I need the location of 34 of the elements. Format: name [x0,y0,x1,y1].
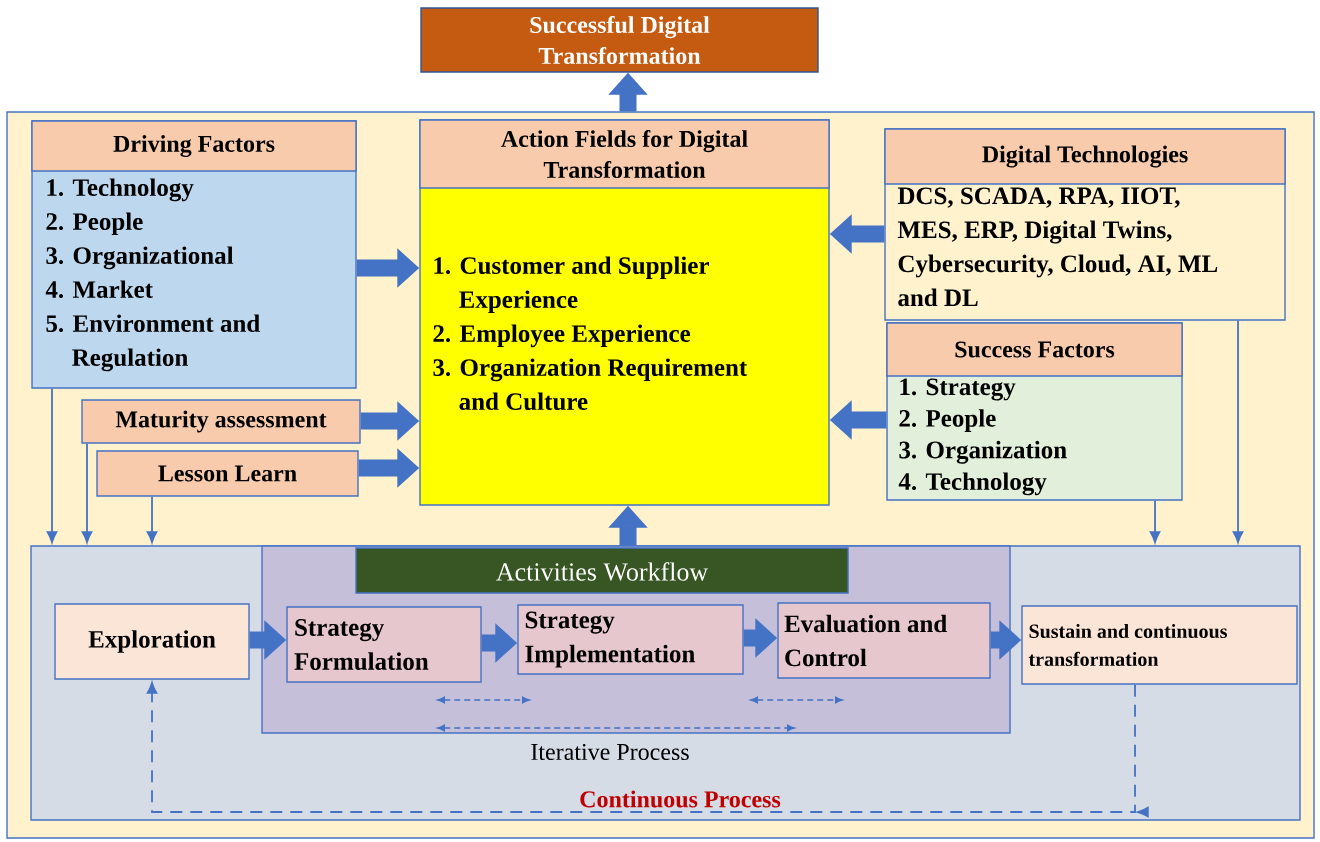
connector-arrow [1232,319,1244,543]
connector-arrow [46,387,58,543]
process-box: Strategy Implementation [517,604,744,675]
panel-header: Success Factors [886,322,1183,377]
process-box: Evaluation and Control [777,602,991,679]
process-box: Sustain and continuous transformation [1021,605,1298,685]
panel-header: Driving Factors [31,120,357,172]
caption-text: Iterative Process [531,743,689,761]
node-label: 4. Technology [898,472,1047,496]
input-box: Maturity assessment [81,399,361,444]
panel-header: Digital Technologies [884,128,1286,185]
connector-arrow [1149,499,1161,543]
process-box: Strategy Formulation [286,606,482,683]
connector-arrow [146,495,158,543]
node-label: 2. People [899,409,996,432]
node-label: 3. Organization [899,440,1067,464]
body-text: DCS, SCADA, RPA, IIOT, MES, ERP, Digital Twins, Cybersecurity, Cloud, AI, ML and DL [897,187,1218,307]
node-label: 5. Environment and Regulation [46,314,260,372]
node-label: 2. People [46,212,143,236]
result-box: Successful Digital Transformation [420,7,819,73]
node-label: 3. Organizational [46,246,234,270]
loop-arrow [146,682,1149,818]
input-box: Lesson Learn [96,450,359,497]
numbered-list: 1. Technology 2. People 3. Organizational 4. Market 5. Environment and Regulation [45,178,260,372]
panel-header: Action Fields for Digital Transformation [419,119,830,189]
numbered-list: 1. Customer and Supplier Experience 2. Employee Experience 3. Organization Requirement and Culture [433,256,748,411]
node-label: 4. Market [45,280,153,299]
title-bar: Activities Workflow [355,547,849,594]
node-label: 1. Strategy [900,378,1016,401]
connector-arrow [81,442,93,543]
node-label: 1. Technology [47,178,194,202]
numbered-list: 1. Strategy 2. People 3. Organization 4. Technology [898,378,1067,496]
process-box: Exploration [54,603,250,680]
caption-text: Continuous Process [580,790,781,808]
